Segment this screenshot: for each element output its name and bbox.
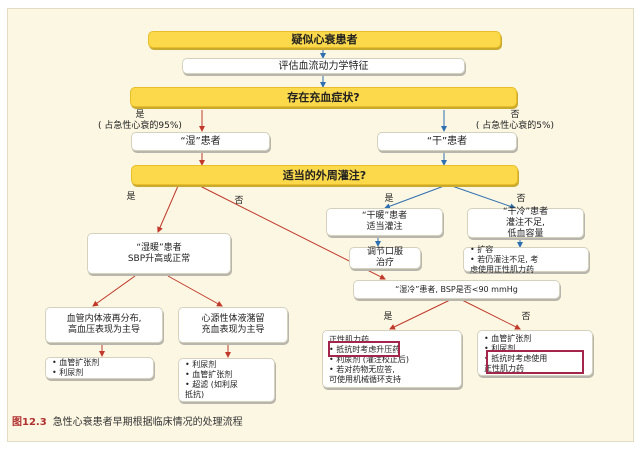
node-assess-hemodynamics: 评估血流动力学特征 — [182, 58, 465, 74]
figure-caption: 图12.3 急性心衰患者早期根据临床情况的处理流程 — [12, 413, 243, 428]
node-wet-warm: “湿暖”患者 SBP升高或正常 — [87, 233, 231, 274]
figure-number: 图12.3 — [12, 417, 47, 428]
label-congestion-yes: 是 ( 占急性心衰的95%) — [98, 110, 182, 131]
arrows-blue — [320, 47, 523, 248]
node-dry-patient: “干”患者 — [377, 132, 517, 151]
arrows-red — [92, 110, 521, 358]
label-dry-yes: 是 — [384, 194, 394, 204]
node-dry-warm: “干暖”患者 适当灌注 — [326, 208, 443, 236]
node-dry-cold: “干冷”患者 灌注不足, 低血容量 — [467, 207, 584, 239]
node-congestion-question: 存在充血症状? — [130, 87, 517, 107]
list-dry-cold-treatment: • 扩容 • 若仍灌注不足, 考 虑使用正性肌力药 — [463, 245, 589, 274]
node-wet-patient: “湿”患者 — [131, 132, 270, 151]
node-cardiac-type: 心源性体液潴留 充血表现为主导 — [178, 307, 288, 343]
label-sbp-yes: 是 — [383, 312, 393, 322]
label-dry-no: 否 — [516, 194, 526, 204]
label-perfusion-no: 否 — [234, 196, 244, 206]
label-sbp-no: 否 — [521, 312, 531, 322]
node-adjust-oral: 调节口服 治疗 — [349, 247, 421, 269]
label-perfusion-yes: 是 — [126, 192, 136, 202]
list-cardiac-treatment: • 利尿剂 • 血管扩张剂 • 超滤 (如利尿 抵抗) — [178, 358, 275, 402]
node-vascular-type: 血管内体液再分布, 高血压表现为主导 — [45, 307, 163, 343]
list-sbp-low-treatment: 正性肌力药 • 抵抗时考虑升压药 • 利尿剂 (灌注校正后) • 若对药物无应答… — [322, 330, 462, 388]
label-congestion-no: 否 ( 占急性心衰的5%) — [475, 110, 555, 131]
highlight-inotropes-resistance — [486, 350, 584, 374]
list-vascular-treatment: • 血管扩张剂 • 利尿剂 — [45, 357, 154, 379]
figure-title: 急性心衰患者早期根据临床情况的处理流程 — [52, 417, 243, 428]
node-perfusion-question: 适当的外周灌注? — [131, 165, 518, 185]
node-suspected-hf: 疑似心衰患者 — [148, 31, 501, 48]
highlight-inotropes — [328, 341, 400, 357]
list-sbp-normal-treatment: • 血管扩张剂 • 利尿剂 • 抵抗时考虑使用 正性肌力药 — [477, 330, 593, 376]
node-wet-cold-sbp: “湿冷”患者, BSP是否<90 mmHg — [353, 280, 560, 299]
